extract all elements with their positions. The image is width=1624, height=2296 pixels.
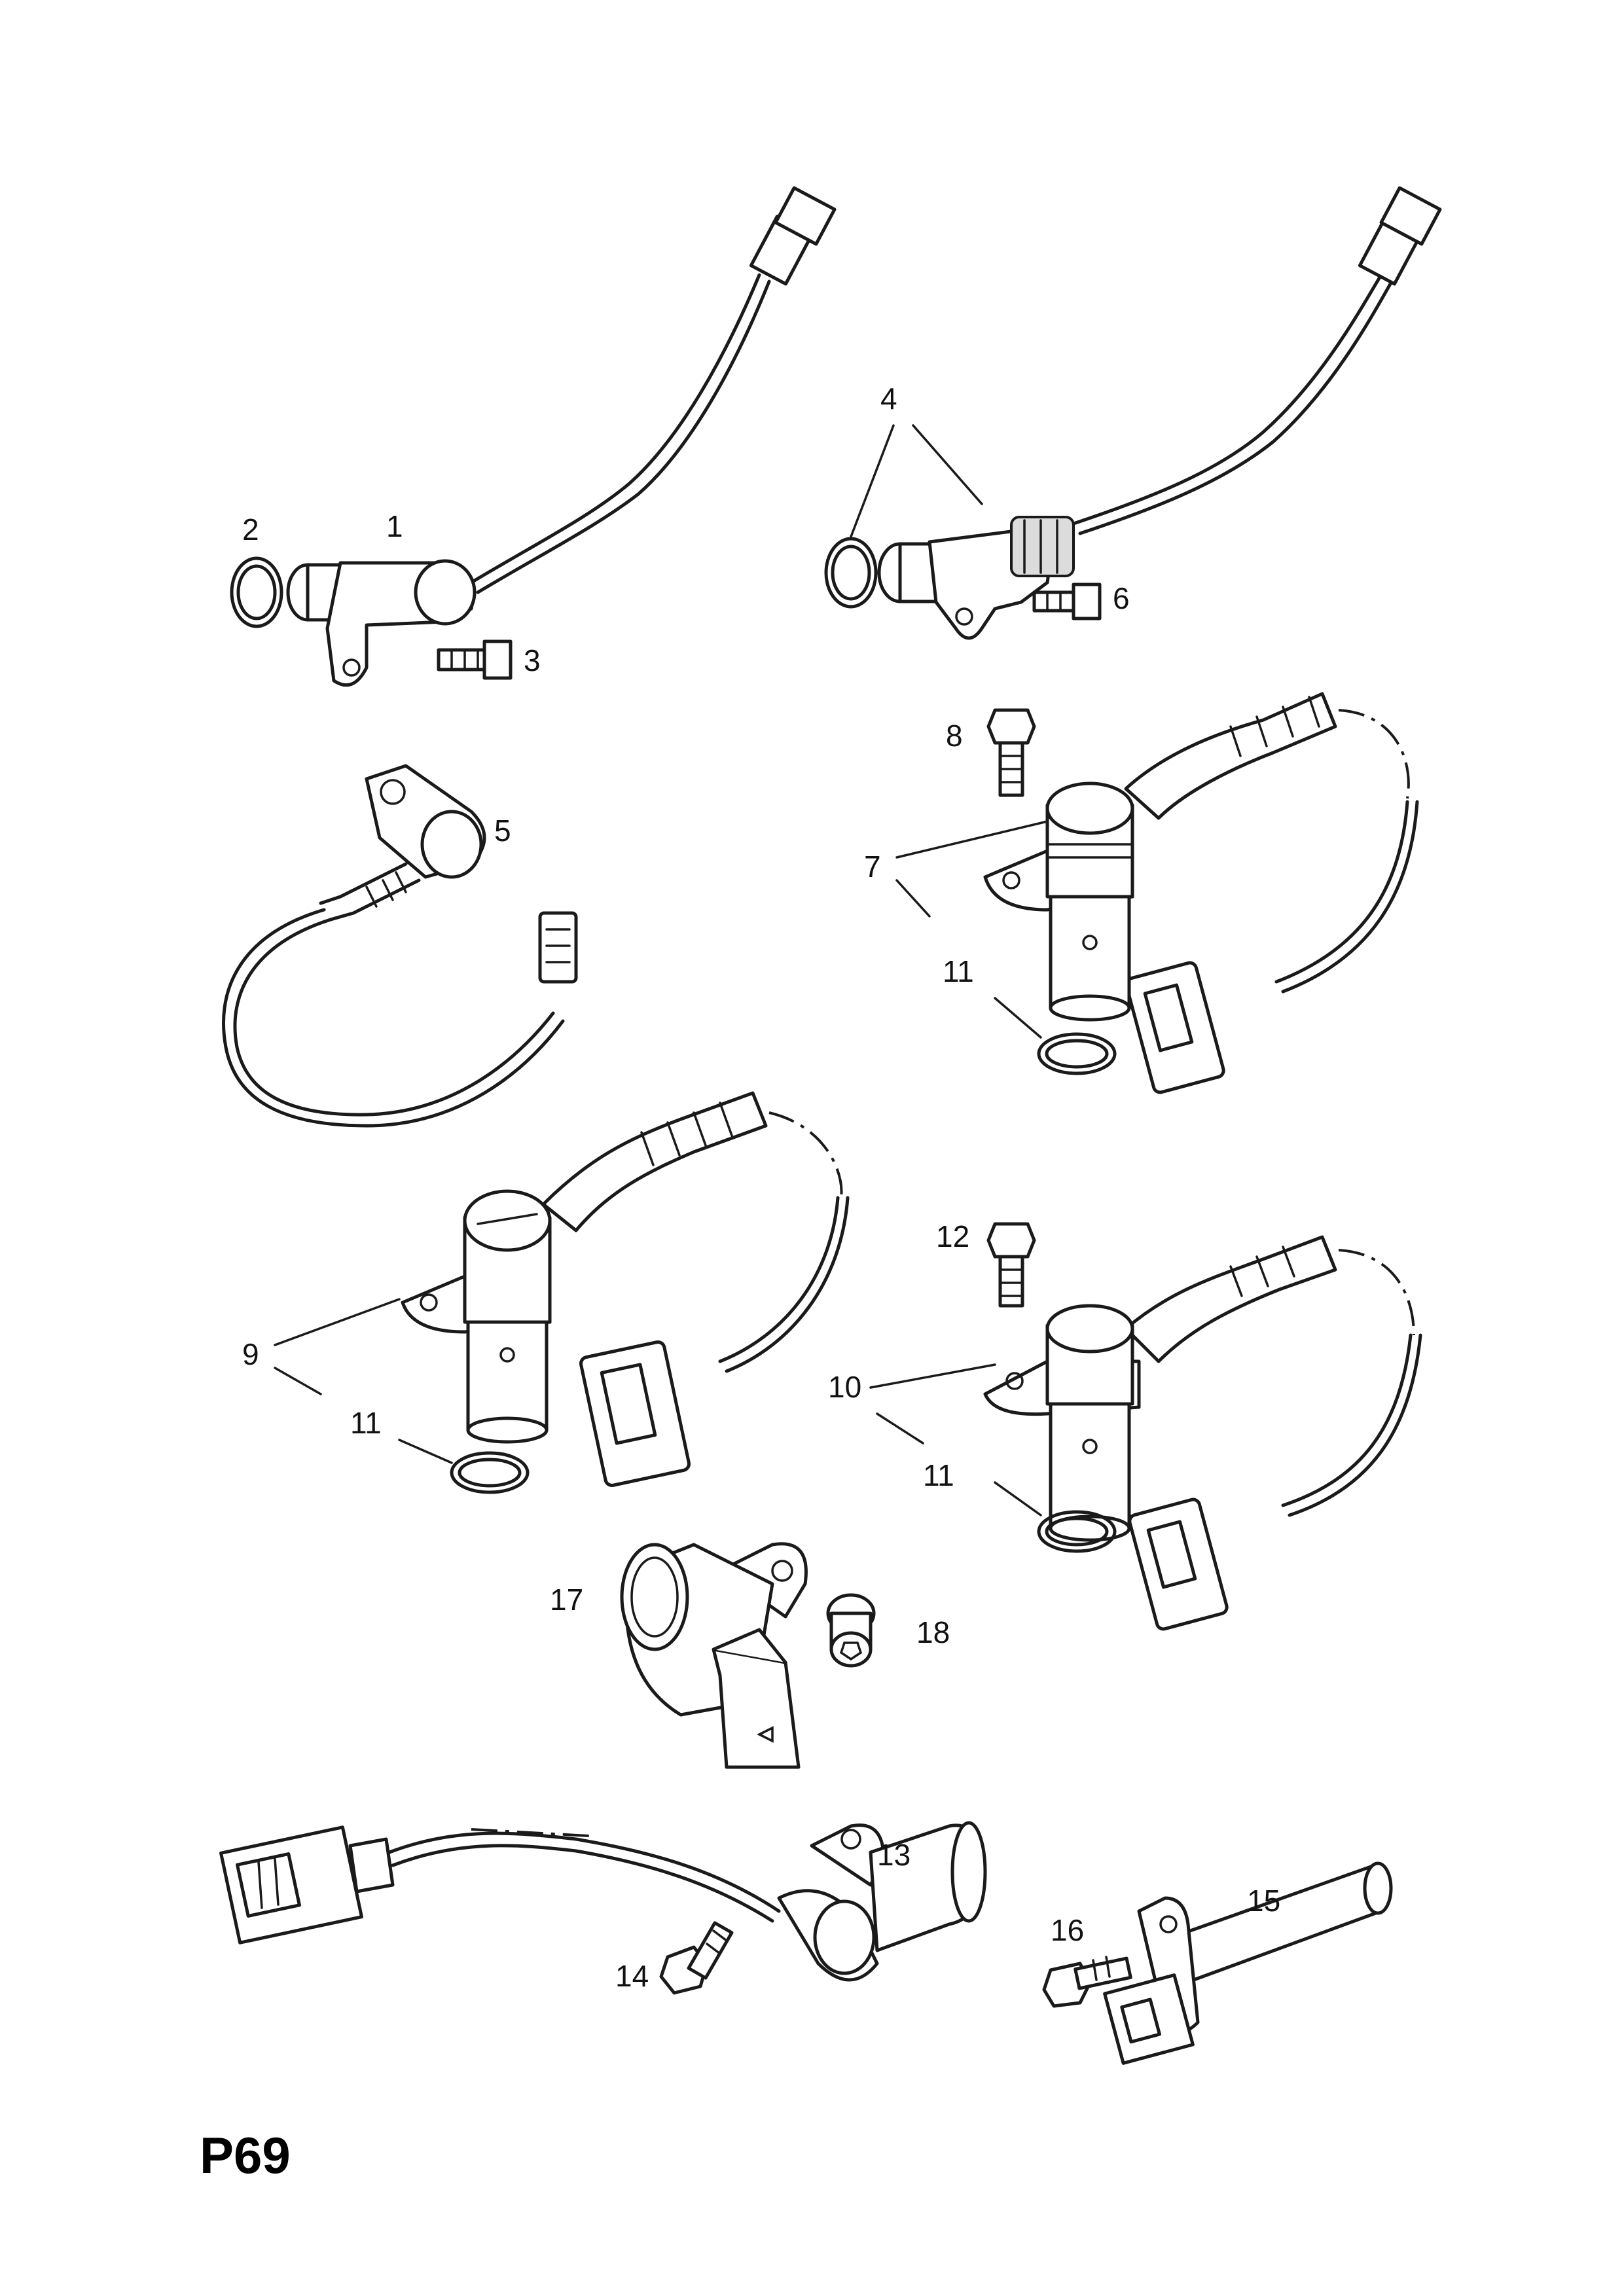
bolt-part-18 bbox=[826, 1593, 876, 1668]
callout-4: 4 bbox=[880, 382, 897, 416]
callout-5: 5 bbox=[494, 814, 511, 848]
callout-18: 18 bbox=[916, 1615, 950, 1649]
bolt-part-8 bbox=[986, 708, 1036, 797]
bolt-part-14 bbox=[659, 1921, 734, 1995]
callout-15: 15 bbox=[1247, 1884, 1280, 1918]
callout-16: 16 bbox=[1051, 1913, 1084, 1947]
callout-17: 17 bbox=[550, 1583, 583, 1617]
sensor-part-10 bbox=[983, 1235, 1422, 1631]
sensor-part-15 bbox=[1103, 1861, 1393, 2065]
page-code: P69 bbox=[200, 2126, 291, 2184]
callout-13: 13 bbox=[877, 1838, 911, 1872]
callout-3: 3 bbox=[524, 643, 541, 677]
sensor-part-4 bbox=[877, 186, 1442, 640]
bolt-part-6 bbox=[1032, 583, 1102, 620]
o-ring-part-2 bbox=[230, 556, 283, 628]
sensor-part-1 bbox=[286, 186, 837, 687]
bolt-part-3 bbox=[437, 639, 513, 680]
bolt-part-16 bbox=[1042, 1956, 1132, 2008]
callout-7: 7 bbox=[864, 850, 881, 884]
o-ring-part-11-b bbox=[450, 1451, 530, 1494]
callout-1: 1 bbox=[386, 509, 403, 543]
o-ring-part-11-a bbox=[1037, 1032, 1117, 1075]
callout-2: 2 bbox=[242, 512, 259, 547]
callout-labels: 1 2 3 4 5 6 7 8 9 10 11 11 11 12 13 14 1… bbox=[242, 382, 1280, 1993]
o-ring-part-4 bbox=[824, 537, 878, 609]
bolt-part-12 bbox=[986, 1222, 1036, 1308]
callout-11-c: 11 bbox=[923, 1458, 954, 1492]
callout-11-a: 11 bbox=[943, 954, 974, 988]
callout-9: 9 bbox=[242, 1337, 259, 1371]
callout-10: 10 bbox=[828, 1370, 861, 1404]
sensor-part-7 bbox=[983, 692, 1419, 1094]
callout-6: 6 bbox=[1113, 581, 1130, 615]
o-ring-part-11-c bbox=[1037, 1510, 1117, 1553]
sensor-part-13 bbox=[219, 1821, 987, 1982]
leader-lines bbox=[274, 424, 1049, 1516]
callout-12: 12 bbox=[936, 1219, 969, 1253]
callout-14: 14 bbox=[615, 1959, 649, 1993]
sensor-part-17 bbox=[620, 1542, 808, 1769]
callout-11-b: 11 bbox=[350, 1406, 382, 1440]
callout-8: 8 bbox=[946, 719, 963, 753]
sensor-part-9 bbox=[401, 1091, 850, 1487]
sensor-part-5 bbox=[222, 764, 578, 1128]
